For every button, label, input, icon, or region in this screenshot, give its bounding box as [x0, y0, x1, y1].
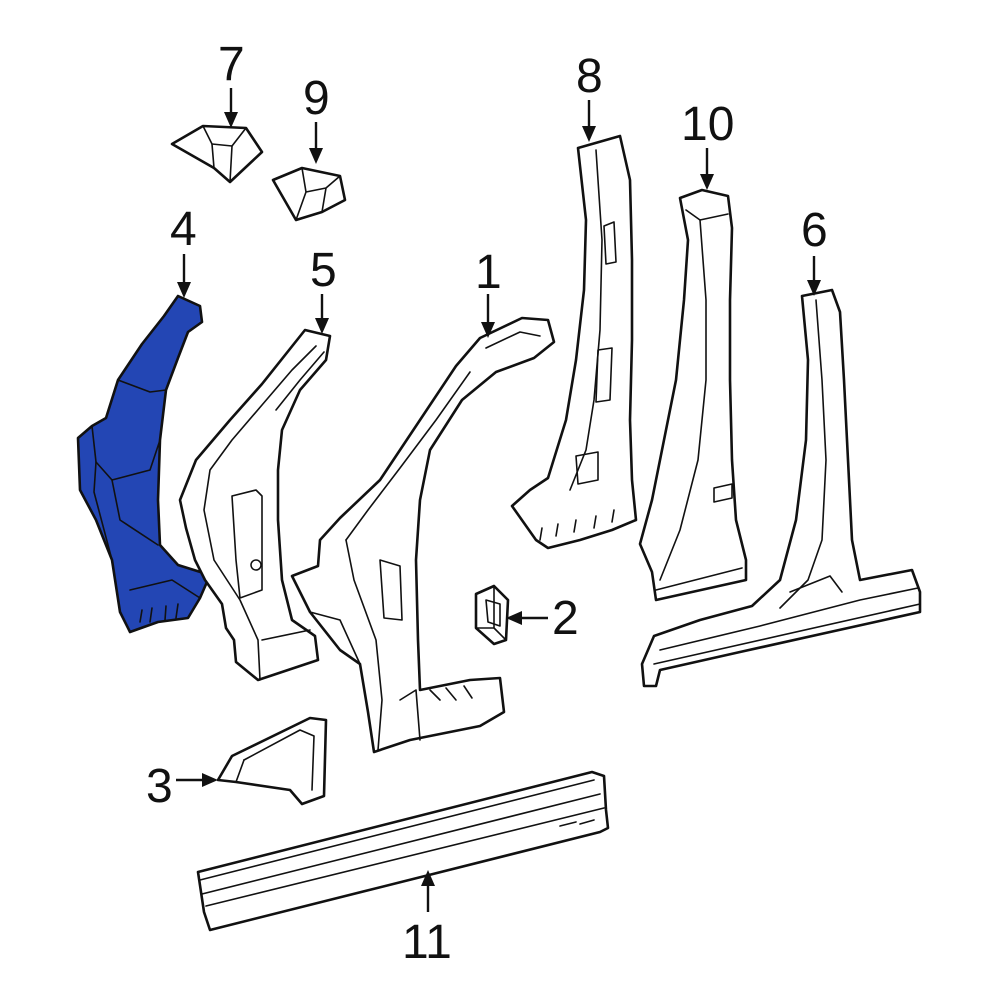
callout-4: 4 [170, 203, 197, 298]
part-4-shape [76, 294, 212, 634]
callout-11: 11 [402, 870, 452, 969]
callout-label-3: 3 [146, 760, 173, 813]
callout-label-5: 5 [310, 244, 337, 297]
part-6-rear-pillar[interactable] [640, 288, 922, 688]
callout-label-7: 7 [218, 38, 245, 91]
part-2-clip[interactable] [474, 584, 510, 646]
part-3-gusset[interactable] [216, 716, 328, 806]
callout-5: 5 [310, 244, 337, 334]
part-11-rocker[interactable] [196, 770, 610, 932]
callout-label-9: 9 [303, 72, 330, 125]
part-9-bracket[interactable] [271, 166, 347, 222]
callout-1: 1 [475, 246, 502, 338]
part-8-center-pillar[interactable] [510, 134, 638, 550]
callout-2: 2 [506, 592, 579, 645]
callout-label-6: 6 [801, 204, 828, 257]
callout-8: 8 [576, 50, 603, 142]
callout-7: 7 [218, 38, 245, 128]
part-5-inner-pillar[interactable] [178, 328, 332, 682]
callout-label-2: 2 [552, 592, 579, 645]
callout-label-11: 11 [402, 916, 452, 969]
callout-label-4: 4 [170, 203, 197, 256]
callout-label-8: 8 [576, 50, 603, 103]
part-10-center-reinforcement[interactable] [638, 188, 748, 602]
part-4-reinforcement[interactable] [76, 294, 212, 634]
callout-label-1: 1 [475, 246, 502, 299]
part-1-front-pillar[interactable] [290, 316, 556, 754]
callout-10: 10 [681, 98, 734, 190]
part-7-bracket[interactable] [170, 124, 264, 184]
callout-label-10: 10 [681, 98, 734, 151]
callout-3: 3 [146, 760, 218, 813]
callout-6: 6 [801, 204, 828, 296]
callout-9: 9 [303, 72, 330, 164]
